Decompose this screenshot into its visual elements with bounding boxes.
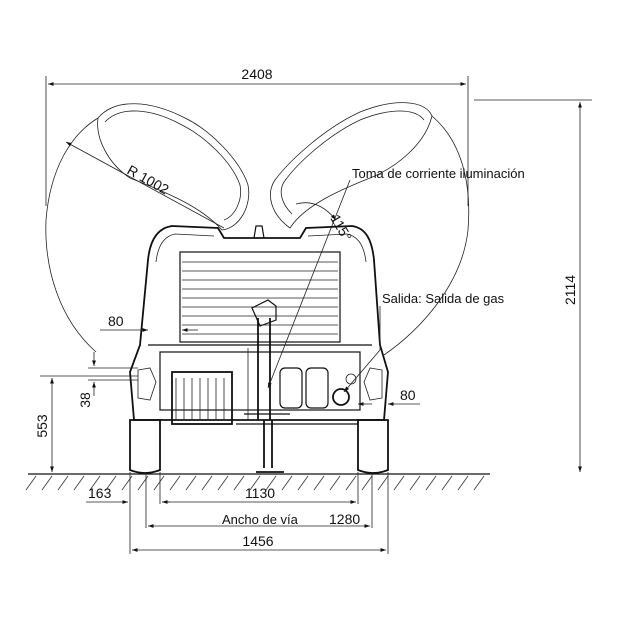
dim-overall-height: 2114 (474, 99, 592, 472)
right-door-open (270, 102, 433, 229)
dim-door-angle: 115° (295, 202, 355, 244)
dim-80-upper-label: 80 (108, 313, 124, 329)
dim-overall-width: 1456 (132, 533, 386, 552)
dim-side-offset-right: 80 (358, 387, 420, 406)
dim-wheel-offset: 163 (86, 485, 170, 504)
dim-track-width: Ancho de vía 1280 (148, 511, 370, 528)
door-swing-envelope (45, 115, 470, 356)
machine-body (129, 225, 389, 474)
callout-power-socket: Toma de corriente iluminación (267, 166, 525, 389)
dim-2408-label: 2408 (241, 66, 272, 82)
bottom-extension-lines (129, 472, 389, 554)
dim-1456-label: 1456 (242, 533, 273, 549)
dim-small-height: 38 (77, 352, 138, 408)
dim-radius-label: R 1002 (125, 162, 172, 198)
dim-553-label: 553 (34, 414, 50, 438)
dim-side-offset-upper: 80 (100, 313, 198, 332)
callout-gas-outlet: Salida: Salida de gas (343, 291, 505, 393)
dim-1130-label: 1130 (245, 485, 275, 501)
left-door-open (97, 103, 250, 231)
dim-axle-height: 553 (34, 375, 138, 472)
gas-outlet-label: Salida: Salida de gas (382, 291, 505, 306)
dim-163-label: 163 (88, 485, 112, 501)
dim-wheel-inner-span: 1130 (162, 485, 356, 504)
dim-2114-label: 2114 (562, 275, 578, 305)
dim-38-label: 38 (77, 392, 93, 408)
dim-80-right-label: 80 (400, 387, 416, 403)
dim-1280-label: 1280 (329, 511, 360, 527)
dim-door-radius: R 1002 (65, 141, 225, 229)
track-width-label: Ancho de vía (222, 512, 299, 527)
dim-overall-swing-width: 2408 (45, 66, 469, 206)
ground-line (25, 473, 490, 491)
power-socket-label: Toma de corriente iluminación (352, 166, 525, 181)
